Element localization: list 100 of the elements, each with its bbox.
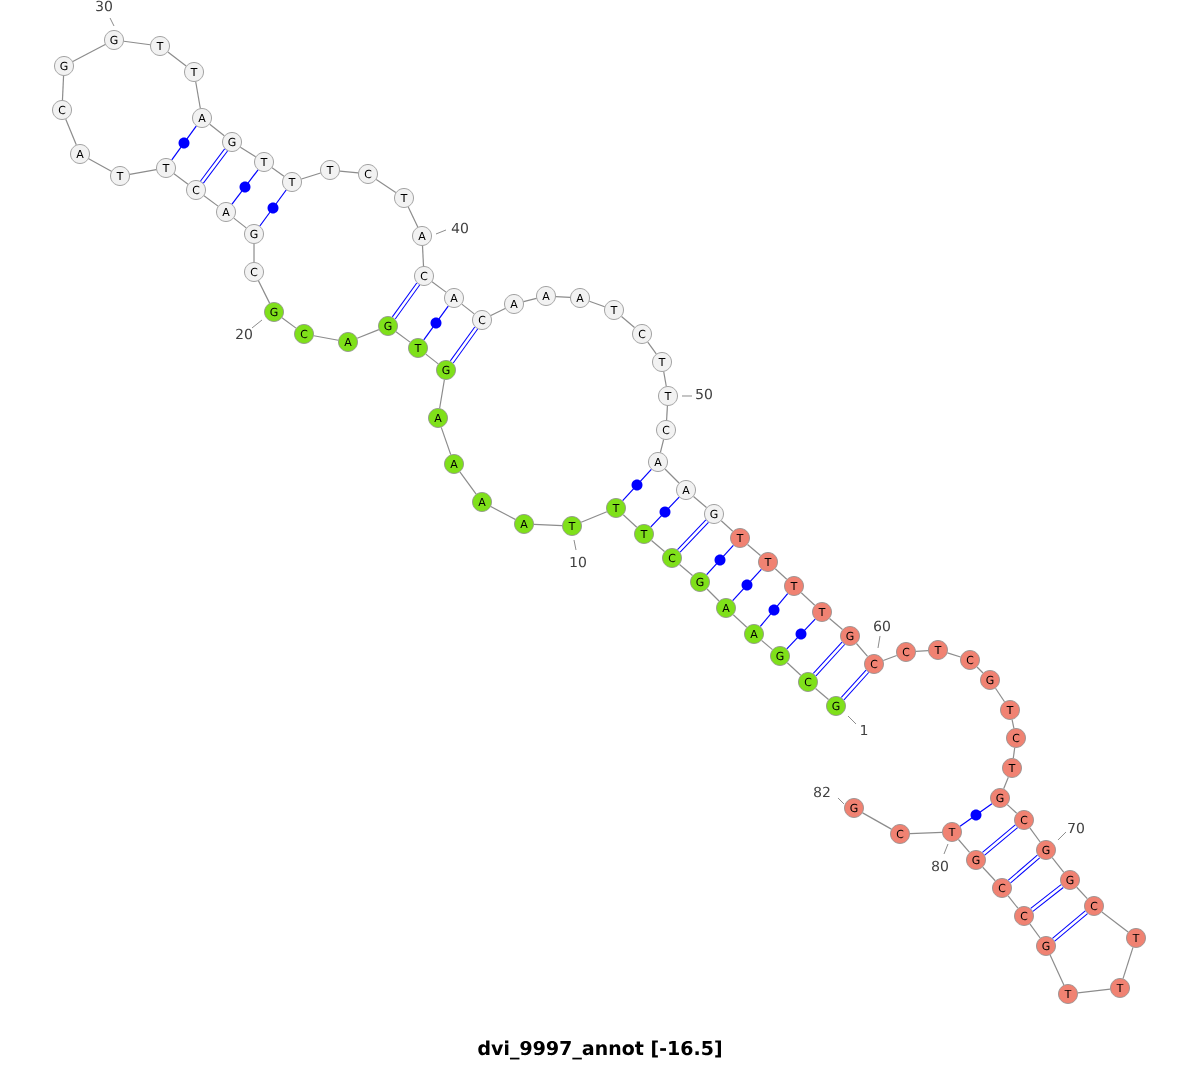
backbone-line <box>786 662 802 676</box>
backbone-line <box>1006 804 1018 814</box>
backbone-line <box>659 439 665 453</box>
backbone-line <box>523 297 537 303</box>
base-pair-line <box>732 568 762 602</box>
backbone-line <box>72 43 106 63</box>
base-pair-line <box>959 803 993 827</box>
backbone-line <box>909 831 943 835</box>
backbone-line <box>828 617 844 631</box>
backbone-line <box>533 523 563 527</box>
backbone-line <box>1049 954 1065 986</box>
backbone-line <box>774 568 788 580</box>
backbone-line <box>976 666 984 674</box>
backbone-line <box>209 123 225 137</box>
backbone-line <box>271 167 285 177</box>
backbone-line <box>339 170 359 174</box>
backbone-line <box>1012 747 1016 759</box>
backbone-line <box>692 495 708 509</box>
backbone-line <box>440 426 452 456</box>
backbone-line <box>461 303 475 315</box>
backbone-line <box>439 379 445 409</box>
backbone-line <box>233 217 247 229</box>
backbone-line <box>421 245 425 267</box>
backbone-line <box>1003 776 1009 790</box>
base-pair-line <box>259 189 287 227</box>
backbone-line <box>300 172 322 180</box>
backbone-line <box>760 639 774 651</box>
backbone-line <box>666 405 669 421</box>
backbone-line <box>664 468 680 484</box>
base-pair-line <box>982 824 1018 856</box>
backbone-line <box>1076 886 1088 900</box>
base-pair-line <box>1008 854 1040 884</box>
backbone-line <box>313 335 339 341</box>
backbone-line <box>882 654 898 662</box>
backbone-line <box>239 146 257 158</box>
backbone-line <box>706 588 720 602</box>
backbone-line <box>647 341 657 355</box>
backbone-line <box>862 812 892 830</box>
backbone-line <box>814 687 830 701</box>
backbone-line <box>1029 827 1041 843</box>
base-pair-line <box>706 544 734 576</box>
backbone-line <box>555 295 571 299</box>
backbone-line <box>257 280 271 304</box>
backbone-line <box>994 687 1006 703</box>
backbone-line <box>129 169 157 175</box>
backbone-line <box>407 206 419 228</box>
backbone-line <box>946 652 962 658</box>
title: dvi_9997_annot [-16.5] <box>478 1040 721 1060</box>
backbone-line <box>490 307 506 317</box>
backbone-line <box>580 511 608 523</box>
backbone-line <box>203 195 219 207</box>
base-pair-line <box>1030 884 1064 912</box>
backbone-line <box>281 317 297 329</box>
backbone-line <box>88 158 112 172</box>
base-pair-line <box>813 641 846 677</box>
backbone-line <box>375 178 397 194</box>
backbone-line <box>732 614 748 628</box>
backbone-line <box>588 300 606 308</box>
base-pair-line <box>200 148 228 184</box>
backbone-line <box>425 353 439 365</box>
base-pair-line <box>677 519 709 553</box>
base-pair-line <box>1052 910 1088 942</box>
base-pair-line <box>650 496 680 528</box>
backbone-line <box>459 471 477 495</box>
backbone-line <box>678 563 694 577</box>
backbone-line <box>490 505 516 520</box>
backbone-line <box>1077 988 1111 994</box>
backbone-line <box>663 371 667 387</box>
backbone-line <box>167 51 187 67</box>
backbone-line <box>356 329 380 339</box>
base-pair-line <box>622 468 652 502</box>
base-pair-line <box>449 326 479 364</box>
backbone-line <box>1051 857 1065 873</box>
base-pair-line <box>423 305 449 341</box>
backbone-line <box>650 539 666 553</box>
backbone-line <box>720 520 734 532</box>
backbone-line <box>61 75 65 101</box>
backbone-line <box>431 281 447 293</box>
backbone-line <box>957 838 971 854</box>
backbone-line <box>622 514 638 528</box>
backbone-line <box>982 866 996 882</box>
base-pair-line <box>759 593 789 627</box>
backbone-line <box>123 40 151 46</box>
backbone-line <box>855 642 869 658</box>
backbone-line <box>1101 911 1129 933</box>
backbone-line <box>173 173 189 185</box>
backbone-line <box>1007 895 1019 909</box>
base-pair-line <box>391 282 421 320</box>
base-pair-line <box>171 125 197 161</box>
backbone-line <box>253 243 255 263</box>
base-pair-line <box>231 169 259 205</box>
base-pair-line <box>840 669 870 701</box>
base-pair-line <box>786 618 816 650</box>
backbone-line <box>800 592 816 606</box>
backbone-line <box>746 543 762 557</box>
backbone-line <box>620 315 636 329</box>
backbone-line <box>1029 923 1041 939</box>
backbone-line <box>395 331 411 343</box>
backbone-line <box>915 650 929 652</box>
backbone-line <box>1122 946 1134 980</box>
